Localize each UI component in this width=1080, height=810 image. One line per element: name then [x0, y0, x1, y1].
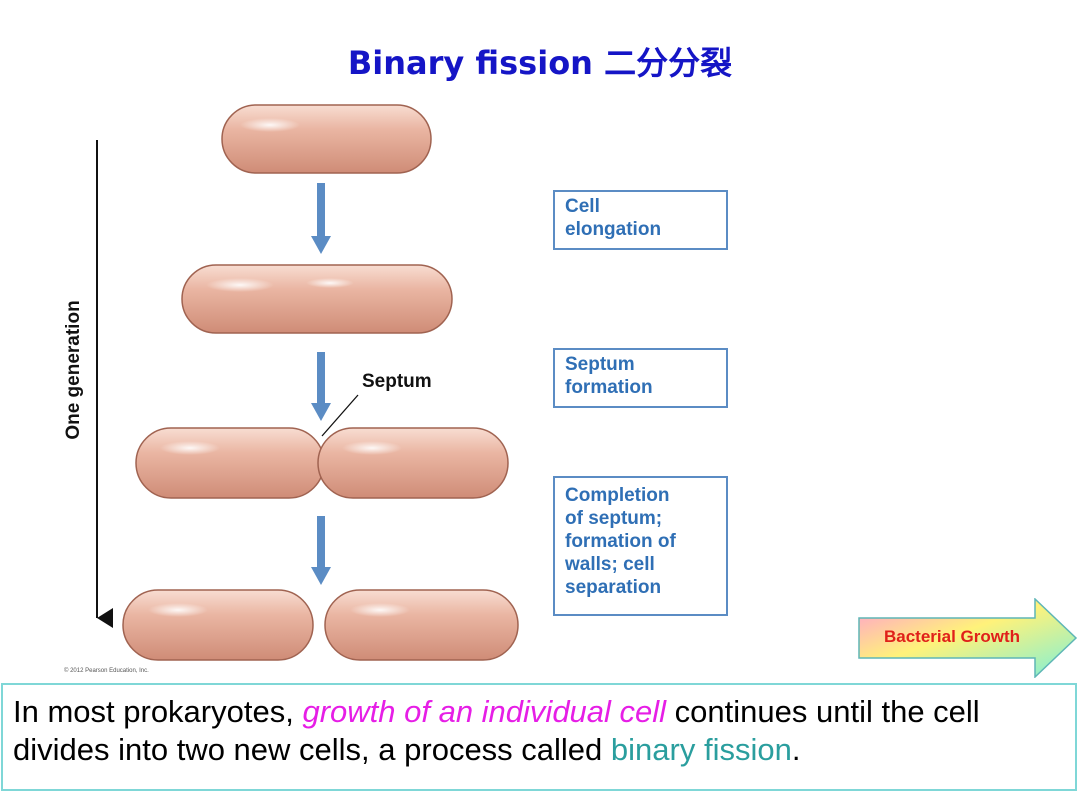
slide-title: Binary fission 二分分裂	[347, 44, 733, 82]
step-3-line-4: walls; cell	[565, 554, 655, 575]
copyright-notice: © 2012 Pearson Education, Inc.	[64, 668, 149, 674]
bacterial-growth-label: Bacterial Growth	[883, 627, 1021, 646]
process-arrow-1	[311, 183, 331, 254]
cell-2-elongated	[181, 264, 453, 334]
caption-highlight-growth: growth of an individual cell	[302, 694, 667, 729]
caption-box: In most prokaryotes, growth of an indivi…	[1, 683, 1077, 791]
septum-label: Septum	[362, 371, 432, 392]
step-1-line-1: Cell	[565, 196, 600, 217]
arrow-right-icon	[858, 598, 1078, 678]
bacterial-growth-button[interactable]: Bacterial Growth	[857, 598, 1079, 678]
cell-4-separated	[122, 589, 519, 661]
step-box-separation: Completion of septum; formation of walls…	[553, 476, 728, 616]
generation-label: One generation	[63, 300, 84, 440]
caption-text-1: In most prokaryotes,	[13, 694, 303, 729]
septum-pointer	[321, 394, 359, 437]
process-arrow-2	[311, 352, 331, 421]
caption-text-3: .	[791, 732, 801, 767]
cell-1	[221, 104, 432, 174]
step-2-line-2: formation	[565, 377, 653, 398]
step-3-line-3: formation of	[565, 531, 676, 552]
cell-3-septum	[135, 427, 509, 499]
process-arrow-3	[311, 516, 331, 585]
step-box-elongation: Cell elongation	[553, 190, 728, 250]
caption-text-2: continues until the cell divides into tw…	[13, 694, 980, 767]
step-3-line-2: of septum;	[565, 508, 663, 529]
caption-highlight-binary-fission: binary fission	[610, 732, 792, 767]
step-3-line-5: separation	[565, 577, 662, 598]
step-3-line-1: Completion	[565, 485, 670, 506]
step-box-septum-formation: Septum formation	[553, 348, 728, 408]
step-2-line-1: Septum	[565, 354, 635, 375]
step-1-line-2: elongation	[565, 219, 662, 240]
